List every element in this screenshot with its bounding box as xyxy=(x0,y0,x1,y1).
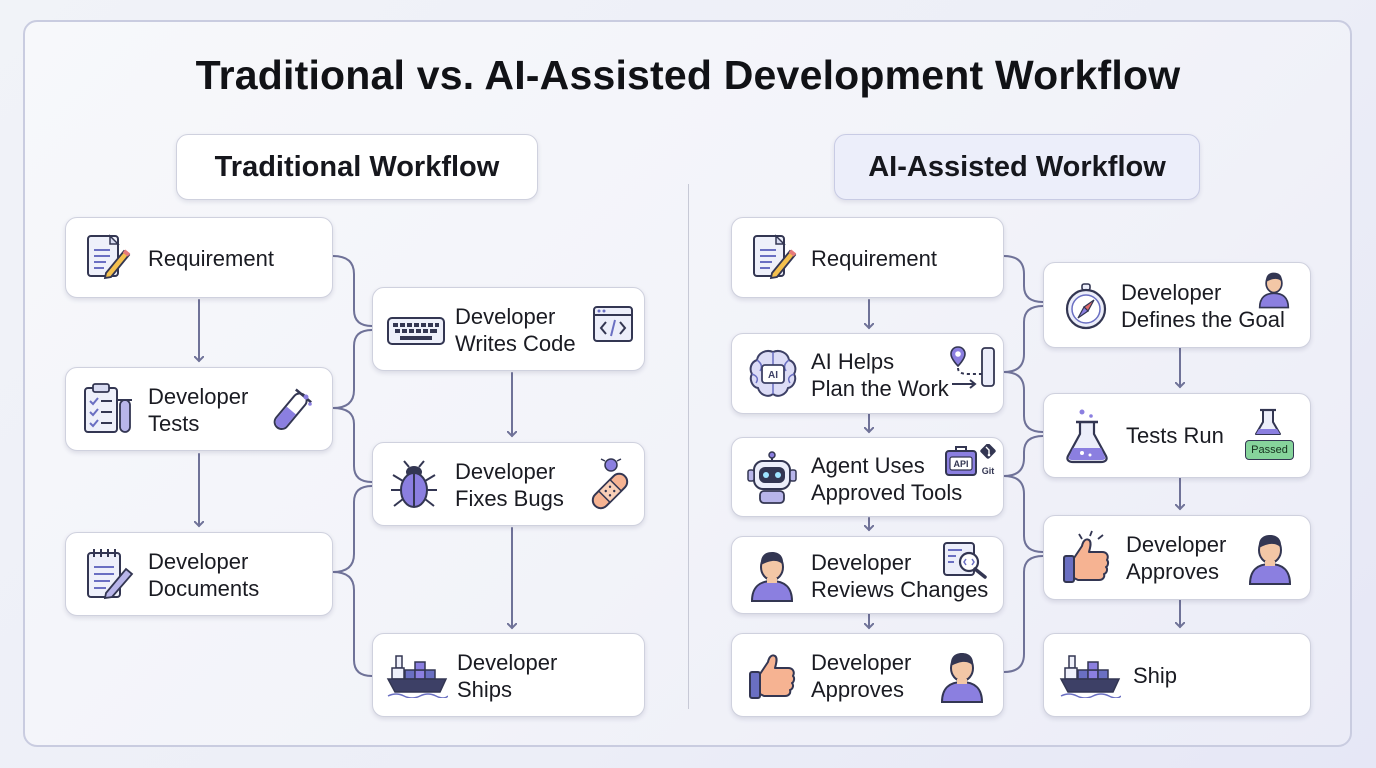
person-icon xyxy=(938,648,986,709)
clipboard-checklist-icon xyxy=(82,382,134,443)
page-title: Traditional vs. AI-Assisted Development … xyxy=(195,52,1181,98)
node-label: Requirement xyxy=(148,246,274,271)
api-toolbox-icon: API xyxy=(944,444,978,483)
person-icon xyxy=(1246,530,1294,591)
code-window-icon xyxy=(592,305,634,348)
svg-text:Git: Git xyxy=(982,466,995,476)
test-tube-icon xyxy=(266,388,314,441)
link-docs-to-ships xyxy=(332,571,373,677)
passed-badge: Passed xyxy=(1245,440,1294,460)
svg-text:API: API xyxy=(953,459,968,469)
ai-assisted-header: AI-Assisted Workflow xyxy=(834,134,1200,200)
link-tests-to-bugs xyxy=(332,407,373,483)
flask-icon xyxy=(1064,408,1110,469)
node-label: Requirement xyxy=(811,246,937,271)
thumbs-up-icon xyxy=(1062,530,1114,589)
bug-icon xyxy=(389,459,439,516)
keyboard-icon xyxy=(386,314,446,353)
link-plan-to-goal xyxy=(1003,305,1044,373)
link-tests-to-code xyxy=(332,329,373,409)
link-approve-to-approve xyxy=(1003,555,1044,673)
trad-node-requirement: Requirement xyxy=(65,217,333,298)
link-ai-req-to-goal xyxy=(1003,255,1044,303)
person-icon xyxy=(1256,269,1292,314)
cargo-ship-icon xyxy=(386,654,449,703)
ai-brain-icon: AI xyxy=(746,347,800,406)
node-label: Tests Run xyxy=(1126,423,1224,448)
link-plan-to-tests xyxy=(1003,371,1044,433)
ai-node-requirement: Requirement xyxy=(731,217,1004,298)
compass-icon xyxy=(1062,283,1110,336)
link-agent-to-tests xyxy=(1003,435,1044,477)
passed-flask-icon xyxy=(1242,408,1294,465)
git-branch-icon: Git xyxy=(976,443,1000,485)
link-req-to-code xyxy=(332,255,373,327)
thumbs-up-icon xyxy=(748,652,798,705)
roadmap-pin-icon xyxy=(948,344,996,395)
link-docs-to-bugs xyxy=(332,485,373,573)
robot-icon xyxy=(746,451,798,510)
cargo-ship-icon xyxy=(1059,654,1122,703)
column-divider xyxy=(688,184,689,709)
document-pencil-icon xyxy=(84,233,132,288)
ai-node-ship: Ship xyxy=(1043,633,1311,717)
bandage-bug-icon xyxy=(583,457,637,516)
svg-text:AI: AI xyxy=(768,370,778,381)
code-review-magnifier-icon xyxy=(942,541,988,584)
notepad-pencil-icon xyxy=(84,547,136,608)
person-icon xyxy=(748,547,796,608)
ai-node-tests-run: Tests Run Passed xyxy=(1043,393,1311,478)
traditional-header: Traditional Workflow xyxy=(176,134,538,200)
node-label: Ship xyxy=(1133,663,1178,688)
document-pencil-icon xyxy=(750,233,798,288)
link-agent-to-approve xyxy=(1003,475,1044,553)
